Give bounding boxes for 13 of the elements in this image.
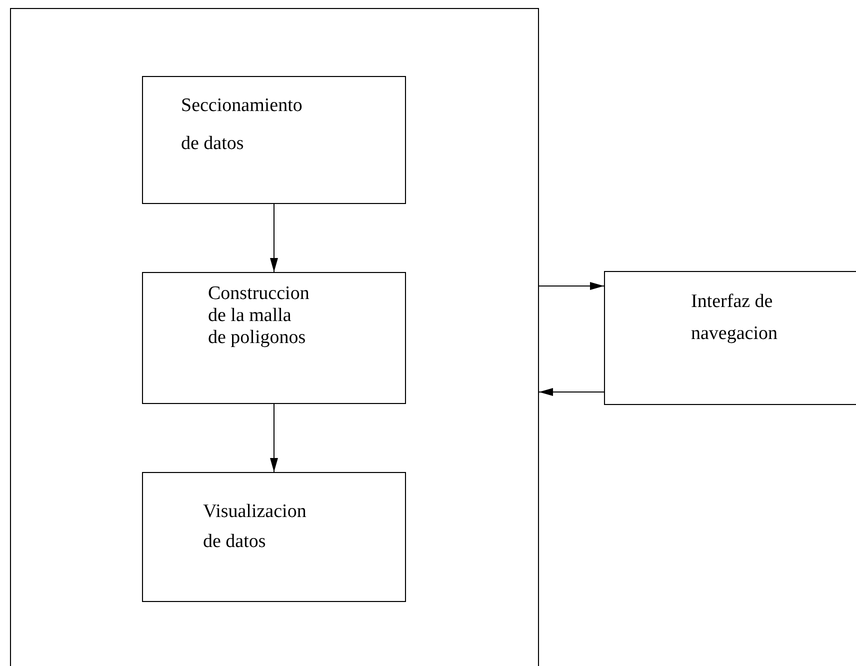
process-box	[142, 76, 406, 204]
process-box	[142, 272, 406, 404]
arrow	[270, 204, 278, 272]
node-label: Construccion de la malla de poligonos	[208, 283, 310, 349]
arrow	[270, 404, 278, 472]
node-label: Seccionamiento de datos	[181, 94, 304, 156]
arrow	[538, 282, 604, 290]
process-box	[142, 472, 406, 602]
node-label: Visualizacion de datos	[203, 500, 308, 554]
node-label: Interfaz de navegacion	[691, 290, 775, 346]
system-frame	[10, 8, 539, 666]
process-box	[604, 271, 856, 405]
arrow	[538, 388, 604, 396]
